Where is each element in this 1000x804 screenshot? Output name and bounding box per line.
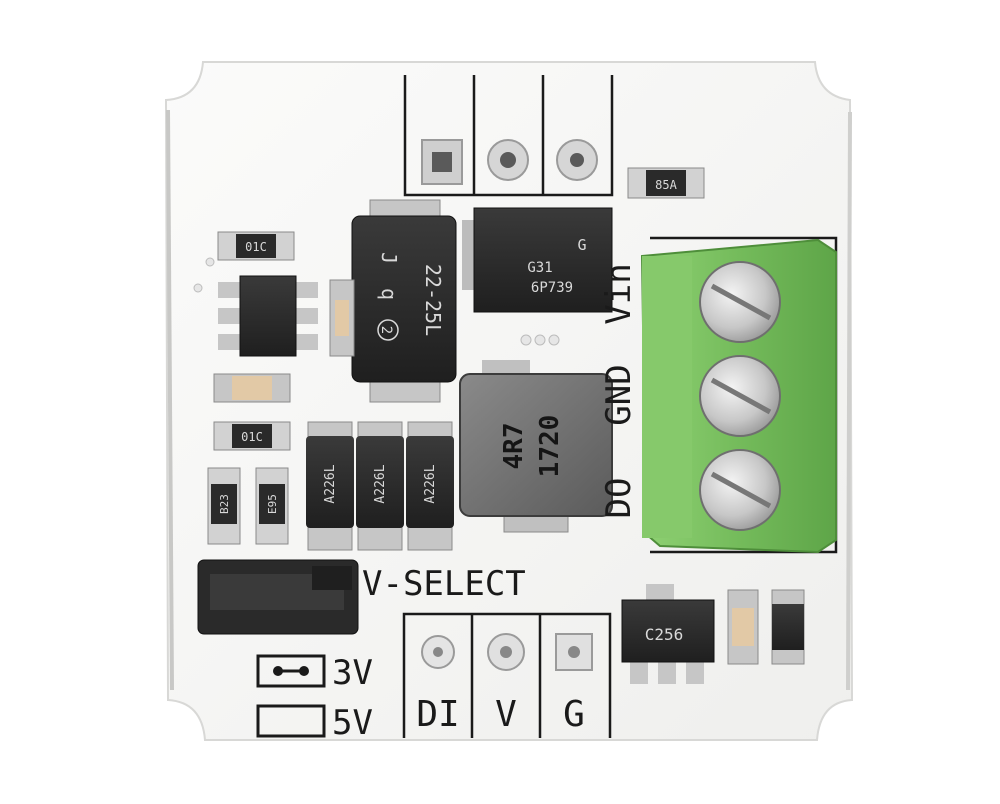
mosfet-label-3: 6P739 — [531, 280, 573, 296]
option-5v: 5V — [256, 703, 373, 743]
inductor: 4R7 1720 — [459, 360, 613, 533]
capacitor-tantalum-2-label: A226L — [373, 464, 388, 503]
diode-label-1: 22-25L — [421, 264, 445, 336]
label-do: DO — [599, 478, 639, 519]
diode-label-2: J — [377, 252, 401, 264]
resistor-e95-label: E95 — [266, 494, 279, 514]
regulator-chip-label: C256 — [645, 625, 684, 644]
vias — [193, 257, 560, 346]
label-di: DI — [416, 694, 459, 735]
sot23-6-chip — [218, 275, 318, 357]
diode-label-3: q — [377, 288, 401, 300]
resistor-e95: E95 — [255, 467, 289, 545]
capacitor-tantalum-2: A226L — [356, 421, 404, 551]
capacitor-tantalum-1: A226L — [306, 421, 354, 551]
label-3v: 3V — [332, 653, 373, 693]
label-v: V — [495, 694, 517, 735]
top-header-pads — [421, 139, 598, 185]
bottom-header-outline — [402, 612, 612, 738]
capacitor-bottom-right — [727, 589, 759, 665]
resistor-b23-label: B23 — [218, 494, 231, 514]
label-vin: Vin — [599, 263, 639, 324]
screw-terminal-block — [640, 238, 837, 554]
label-g: G — [563, 694, 585, 735]
label-gnd: GND — [599, 364, 639, 425]
capacitor-tantalum-3-label: A226L — [423, 464, 438, 503]
terminal-silk-labels: DO GND Vin — [599, 263, 639, 518]
capacitor-tantalum-3: A226L — [406, 421, 454, 551]
label-5v: 5V — [332, 703, 373, 743]
resistor-85a: 85A — [627, 167, 705, 199]
v-select-label: V-SELECT — [362, 564, 526, 604]
diode-bottom-right — [771, 589, 805, 665]
mosfet-label-1: G — [577, 236, 586, 254]
inductor-label-2: 1720 — [535, 415, 565, 478]
resistor-01c-top-label: 01C — [245, 240, 267, 254]
capacitor-tantalum-1-label: A226L — [323, 464, 338, 503]
resistor-b23: B23 — [207, 467, 241, 545]
resistor-01c-mid: 01C — [213, 421, 291, 451]
option-3v: 3V — [256, 653, 373, 693]
capacitor-small-horizontal — [213, 373, 291, 403]
regulator-chip: C256 — [621, 584, 715, 684]
mosfet-label-2: G31 — [527, 260, 552, 276]
diode-smd: 22-25L J q 2 — [351, 199, 457, 403]
resistor-01c-top: 01C — [217, 231, 295, 261]
resistor-85a-label: 85A — [655, 178, 677, 192]
capacitor-small-vertical — [329, 279, 355, 357]
resistor-01c-mid-label: 01C — [241, 430, 263, 444]
diode-label-4: 2 — [378, 326, 394, 334]
inductor-label-1: 4R7 — [499, 423, 529, 470]
top-header-outline — [403, 75, 614, 197]
v-select-jumper[interactable] — [197, 559, 359, 635]
bottom-header-pads — [421, 633, 593, 671]
mosfet-chip: G G31 6P739 — [462, 207, 613, 313]
